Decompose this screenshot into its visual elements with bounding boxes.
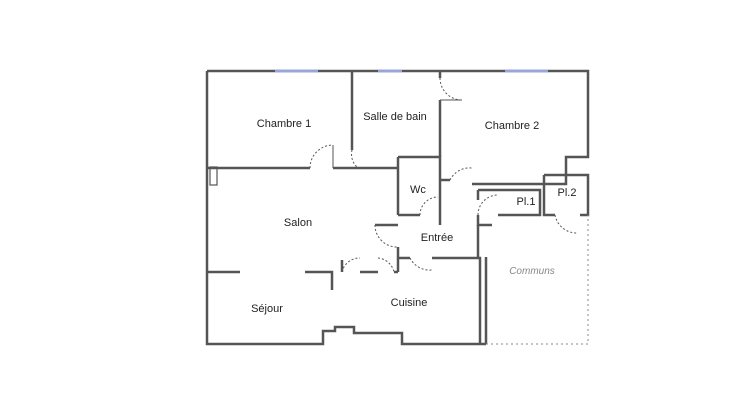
wall-ch2-bottom-b [472, 175, 568, 186]
wall-pl1 [478, 188, 542, 217]
label-wc: Wc [410, 184, 426, 196]
wall-entree-bottom-right [476, 215, 492, 227]
door-wc-arc [419, 196, 439, 216]
label-pl1: Pl.1 [517, 196, 536, 208]
door-ch2-arc [439, 77, 463, 101]
wall-bain-bottom [398, 155, 442, 180]
label-communs: Communs [509, 266, 555, 277]
wall-entree-bottom-b [432, 256, 482, 344]
label-chambre1: Chambre 1 [257, 118, 311, 130]
label-salle-de-bain: Salle de bain [363, 111, 427, 123]
left-wall-window [209, 166, 218, 186]
door-cuisine-arc-a [341, 257, 361, 273]
door-pl2-arc [554, 214, 578, 234]
label-pl2: Pl.2 [558, 187, 577, 199]
door-salon-arc [374, 224, 398, 248]
label-cuisine: Cuisine [391, 297, 428, 309]
door-cuisine-arc-b [377, 257, 395, 273]
label-entree: Entrée [421, 232, 453, 244]
door-bain-arc [351, 149, 359, 169]
door-chambre1-arc [309, 144, 334, 169]
wall-salon-sejour-b [305, 270, 334, 290]
label-sejour: Séjour [251, 303, 283, 315]
door-entree-arc [409, 257, 433, 271]
label-chambre2: Chambre 2 [485, 120, 539, 132]
outer-wall-left [205, 71, 486, 346]
wall-pl2 [542, 173, 566, 217]
door-ch2-bottom-arc [449, 167, 473, 181]
label-salon: Salon [284, 217, 312, 229]
door-pl1-arc [477, 194, 499, 216]
communs-boundary [486, 215, 589, 345]
outer-wall [207, 69, 590, 217]
